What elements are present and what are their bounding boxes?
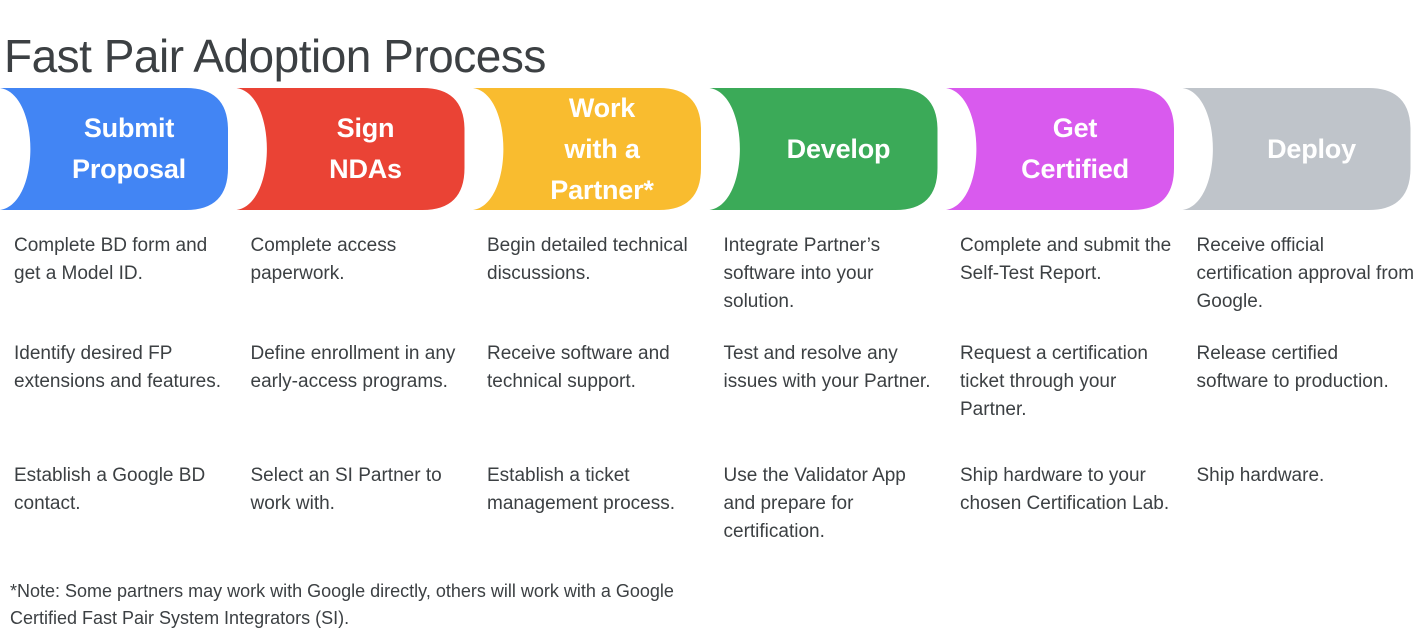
bullet-text: Define enrollment in any early-access pr… [250,343,456,392]
chevron-get-certified[interactable] [946,88,1174,210]
bullet-slot: Establish a ticket management process. [487,462,705,518]
stage-detail-columns: Complete BD form and get a Model ID. Iden… [0,232,1423,562]
bullet-text: Complete BD form and get a Model ID. [14,235,208,284]
chevron-submit-proposal[interactable] [0,88,228,210]
chevron-label-sign-ndas: Sign NDAs [329,113,402,184]
process-chevron-band: Submit Proposal Sign NDAs Work with a Part… [0,88,1423,210]
chevron-label-develop: Develop [786,133,891,164]
bullet-slot: Request a certification ticket through y… [960,340,1178,424]
bullet-slot: Integrate Partner’s software into your s… [724,232,942,316]
bullet-slot: Receive software and technical support. [487,340,705,396]
bullet-slot: Receive official certification approval … [1197,232,1415,316]
chevron-shapes [0,88,1411,210]
bullet-text: Receive official certification approval … [1196,235,1415,312]
bullet-slot: Use the Validator App and prepare for ce… [724,462,942,546]
bullet-slot: Identify desired FP extensions and featu… [14,340,232,396]
bullet-text: Complete access paperwork. [250,235,397,284]
bullet-text: Ship hardware. [1196,465,1325,486]
chevron-work-with-a-partner[interactable] [473,88,701,210]
bullet-text: Ship hardware to your chosen Certificati… [960,465,1170,514]
bullet-slot: Ship hardware to your chosen Certificati… [960,462,1178,518]
bullet-slot: Release certified software to production… [1197,340,1415,396]
bullet-slot: Complete BD form and get a Model ID. [14,232,232,288]
bullet-slot: Define enrollment in any early-access pr… [251,340,469,396]
chevron-label-deploy: Deploy [1267,133,1356,164]
page-title: Fast Pair Adoption Process [4,29,546,82]
bullet-text: Complete and submit the Self-Test Report… [960,235,1172,284]
bullet-text: Release certified software to production… [1196,343,1389,392]
bullet-text: Select an SI Partner to work with. [250,465,442,514]
bullet-slot: Establish a Google BD contact. [14,462,232,518]
bullet-text: Test and resolve any issues with your Pa… [723,343,931,392]
bullet-text: Identify desired FP extensions and featu… [14,343,222,392]
bullet-text: Establish a Google BD contact. [14,465,206,514]
bullet-text: Receive software and technical support. [487,343,670,392]
chevron-labels: Submit Proposal Sign NDAs Work with a Part… [0,88,1423,210]
bullet-slot: Complete access paperwork. [251,232,469,288]
bullet-slot: Complete and submit the Self-Test Report… [960,232,1178,288]
bullet-text: Begin detailed technical discussions. [487,235,688,284]
bullet-text: Request a certification ticket through y… [960,343,1148,420]
bullet-text: Integrate Partner’s software into your s… [723,235,881,312]
bullet-slot: Select an SI Partner to work with. [251,462,469,518]
bullet-text: Establish a ticket management process. [487,465,675,514]
chevron-sign-ndas[interactable] [236,88,465,210]
chevron-label-submit-proposal: Submit Proposal [72,113,186,184]
bullet-slot: Ship hardware. [1197,462,1415,490]
bullet-text: Use the Validator App and prepare for ce… [723,465,906,542]
chevron-label-get-certified: Get Certified [1021,113,1129,184]
bullet-slot: Test and resolve any issues with your Pa… [724,340,942,396]
chevron-label-work-with-a-partner: Work with a Partner* [550,92,654,205]
bullet-slot: Begin detailed technical discussions. [487,232,705,288]
chevron-deploy[interactable] [1182,88,1411,210]
footnote-note: *Note: Some partners may work with Googl… [10,581,674,628]
chevron-develop[interactable] [709,88,938,210]
